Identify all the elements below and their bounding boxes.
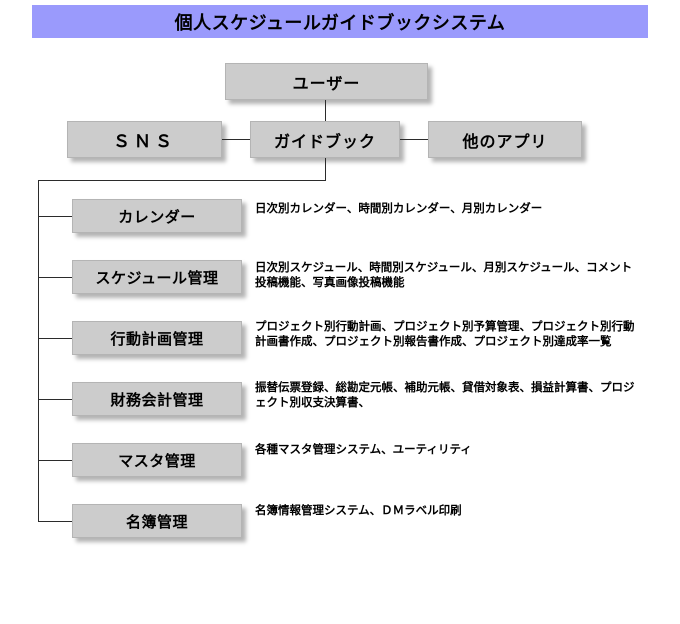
connector-branch-master: [38, 460, 72, 461]
connector-guidebook-drop: [325, 158, 326, 180]
description-schedule: 日次別スケジュール、時間別スケジュール、月別スケジュール、コメント投稿機能、写真…: [255, 262, 633, 289]
node-module-schedule-label: スケジュール管理: [95, 269, 219, 287]
connector-trunk-top: [38, 180, 326, 181]
node-module-action-plan[interactable]: 行動計画管理: [72, 321, 242, 355]
connector-branch-roster: [38, 521, 72, 522]
description-master: 各種マスタ管理システム、ユーティリティ: [255, 444, 472, 456]
node-module-calendar-label: カレンダー: [118, 208, 196, 226]
description-action-plan: プロジェクト別行動計画、プロジェクト別予算管理、プロジェクト別行動計画書作成、プ…: [255, 321, 635, 348]
connector-trunk-vertical: [38, 180, 39, 521]
description-roster: 名簿情報管理システム、ＤＭラベル印刷: [255, 505, 462, 517]
node-other-apps[interactable]: 他のアプリ: [428, 121, 582, 158]
connector-branch-schedule: [38, 277, 72, 278]
connector-branch-accounting: [38, 399, 72, 400]
node-module-action-plan-label: 行動計画管理: [110, 330, 204, 348]
description-calendar: 日次別カレンダー、時間別カレンダー、月別カレンダー: [255, 203, 543, 215]
node-guidebook-label: ガイドブック: [273, 133, 376, 151]
node-sns-label: ＳＮＳ: [113, 132, 176, 151]
node-module-accounting[interactable]: 財務会計管理: [72, 382, 242, 416]
description-accounting: 振替伝票登録、総勘定元帳、補助元帳、貸借対象表、損益計算書、プロジェクト別収支決…: [255, 382, 635, 409]
connector-branch-action-plan: [38, 338, 72, 339]
node-user[interactable]: ユーザー: [225, 63, 428, 100]
connector-user-to-guidebook: [325, 100, 326, 126]
node-module-roster-label: 名簿管理: [125, 513, 188, 531]
connector-sns-to-guidebook: [222, 139, 250, 140]
node-module-roster[interactable]: 名簿管理: [72, 504, 242, 538]
node-module-accounting-label: 財務会計管理: [110, 391, 204, 409]
node-module-master[interactable]: マスタ管理: [72, 443, 242, 477]
node-guidebook[interactable]: ガイドブック: [250, 121, 400, 158]
node-user-label: ユーザー: [292, 75, 361, 93]
node-module-calendar[interactable]: カレンダー: [72, 199, 242, 233]
node-module-schedule[interactable]: スケジュール管理: [72, 260, 242, 294]
node-module-master-label: マスタ管理: [118, 452, 196, 470]
node-sns[interactable]: ＳＮＳ: [67, 121, 222, 158]
connector-guidebook-to-other-apps: [400, 139, 428, 140]
page-title: 個人スケジュールガイドブックシステム: [174, 12, 506, 33]
node-other-apps-label: 他のアプリ: [462, 133, 548, 151]
diagram-title-banner: 個人スケジュールガイドブックシステム: [32, 5, 648, 38]
connector-branch-calendar: [38, 216, 72, 217]
